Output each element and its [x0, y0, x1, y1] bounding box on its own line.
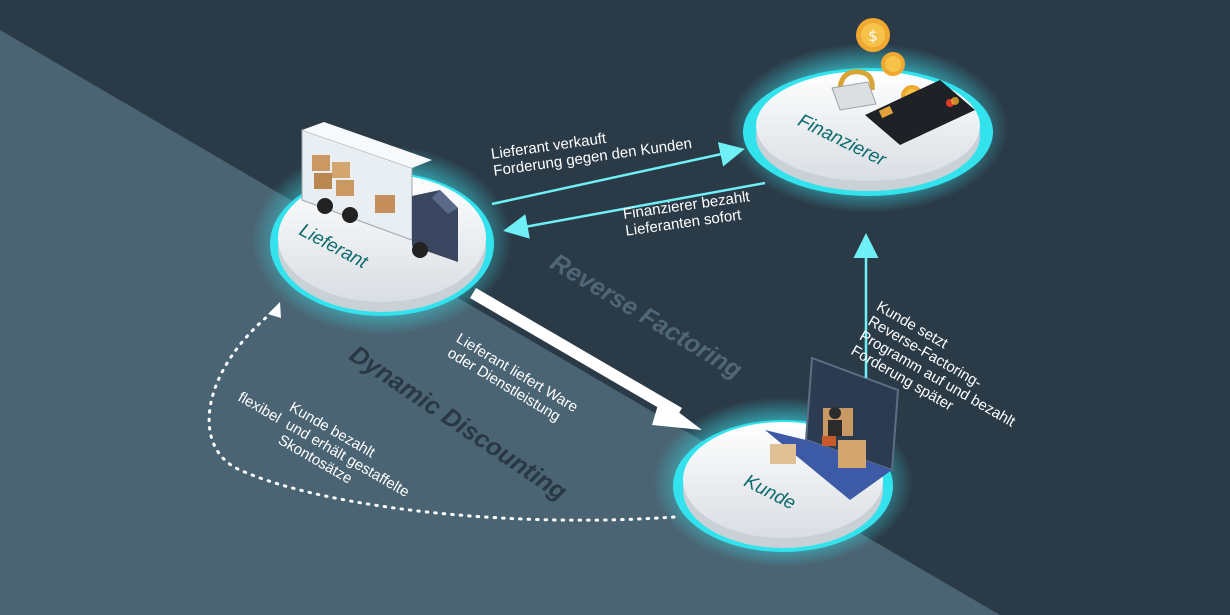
laptop-icon	[765, 356, 900, 500]
arrow-financier-pays	[503, 181, 766, 239]
arrow-sells-claim	[491, 142, 745, 206]
financier-node	[728, 43, 1008, 213]
credit-card-icon	[865, 80, 975, 145]
arrow-customer-pays-dotted	[207, 302, 676, 522]
padlock-icon	[831, 69, 877, 111]
arrow-delivers	[470, 288, 702, 430]
truck-icon	[301, 122, 458, 262]
svg-text:$: $	[868, 27, 878, 45]
